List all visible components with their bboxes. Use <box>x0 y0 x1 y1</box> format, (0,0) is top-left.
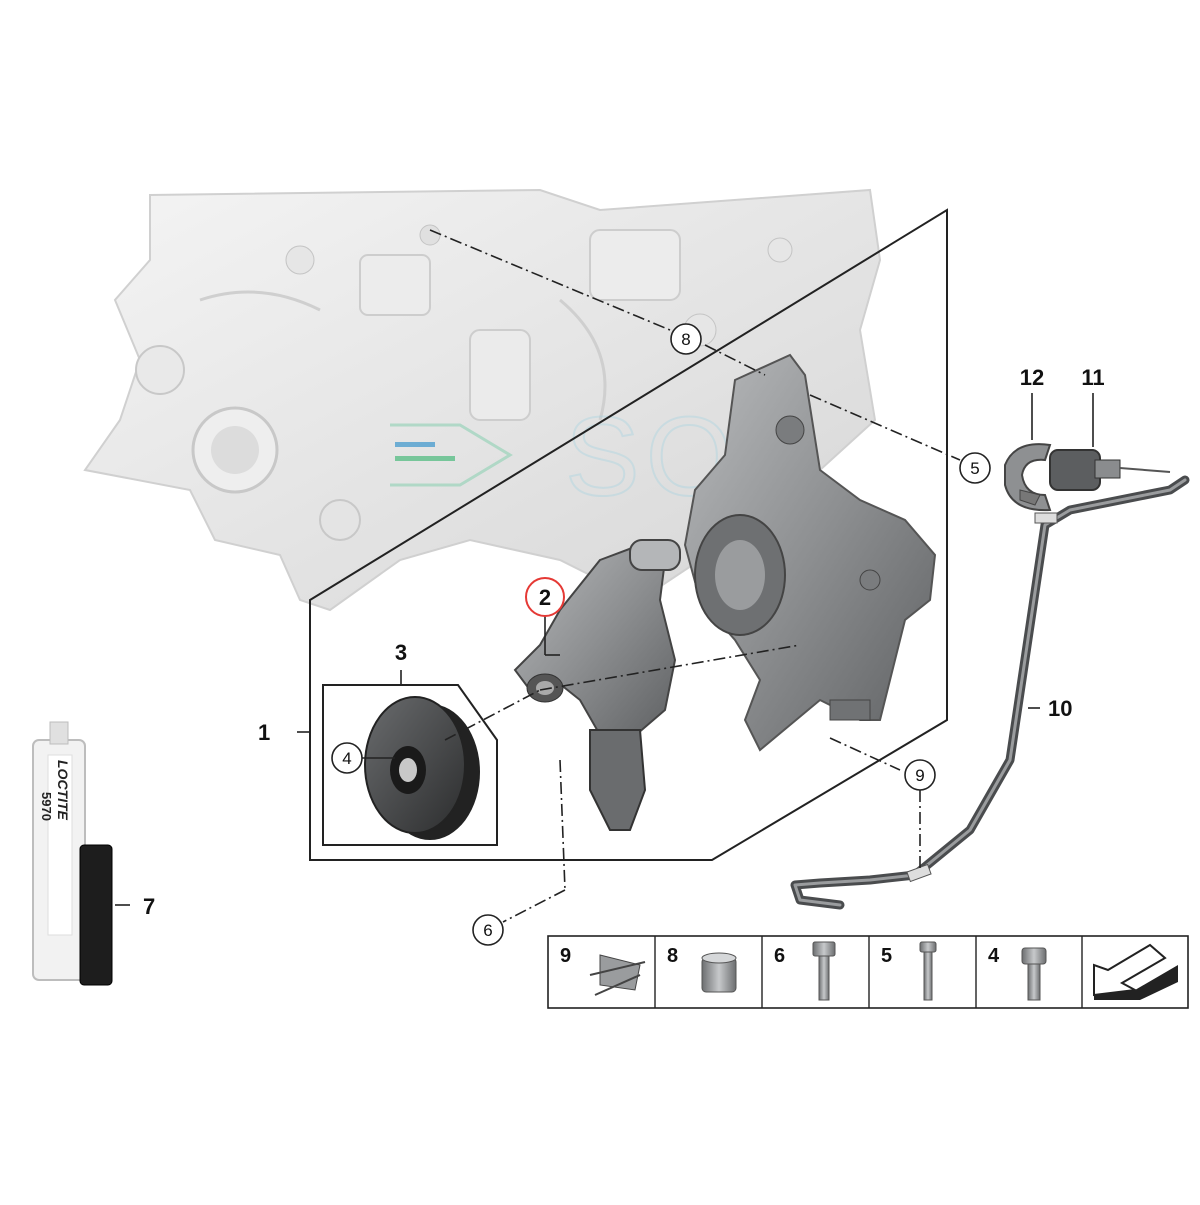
callout-8: 8 <box>681 330 690 349</box>
hex-bolt-icon <box>812 941 836 1001</box>
engine-block-illustration <box>83 188 882 612</box>
water-pump <box>513 539 681 831</box>
assembly-outline <box>309 208 948 861</box>
parts-table-cell-8: 8 <box>667 945 737 993</box>
parts-table-cell-9: 9 <box>560 945 646 996</box>
callout-10: 10 <box>1048 696 1072 721</box>
sealant-tube: LOCTITE 5970 <box>32 721 113 986</box>
parts-table: 9 8 6 5 <box>547 935 1189 1009</box>
callout-11: 11 <box>1081 365 1104 390</box>
pulley <box>364 696 480 840</box>
parts-table-cell-4: 4 <box>988 945 1047 1001</box>
sealant-brand: LOCTITE <box>55 760 71 821</box>
callout-5: 5 <box>970 459 979 478</box>
callout-7: 7 <box>143 894 155 919</box>
sealant-product: 5970 <box>39 792 54 821</box>
svg-text:8: 8 <box>667 945 678 967</box>
callout-labels: 1 2 3 4 5 6 7 8 9 10 11 12 <box>143 323 1105 946</box>
sleeve-bushing-icon <box>701 952 737 993</box>
electric-valve <box>1049 449 1171 491</box>
flange-bolt-icon <box>1021 947 1047 1001</box>
callout-6: 6 <box>483 921 492 940</box>
callout-2-ring <box>525 577 565 617</box>
parts-table-cell-5: 5 <box>881 941 937 1001</box>
callout-3: 3 <box>395 640 407 665</box>
callout-1: 1 <box>258 720 270 745</box>
svg-text:9: 9 <box>560 945 571 967</box>
callout-9: 9 <box>915 766 924 785</box>
retaining-clip <box>1004 443 1052 512</box>
coolant-hose <box>790 475 1190 910</box>
callout-2: 2 <box>539 585 551 610</box>
svg-text:4: 4 <box>988 945 1000 967</box>
hose-clamp-icon <box>589 954 646 996</box>
long-bolt-icon <box>919 941 937 1001</box>
parts-table-cell-6: 6 <box>774 941 836 1001</box>
svg-text:5: 5 <box>881 945 892 967</box>
callout-4: 4 <box>342 749 351 768</box>
timing-case-housing <box>683 353 937 752</box>
direction-arrow-icon <box>1093 943 1178 1000</box>
callout-12: 12 <box>1020 365 1044 390</box>
svg-text:6: 6 <box>774 945 785 967</box>
pulley-subassembly-outline <box>322 684 498 846</box>
leader-lines <box>115 229 1094 923</box>
